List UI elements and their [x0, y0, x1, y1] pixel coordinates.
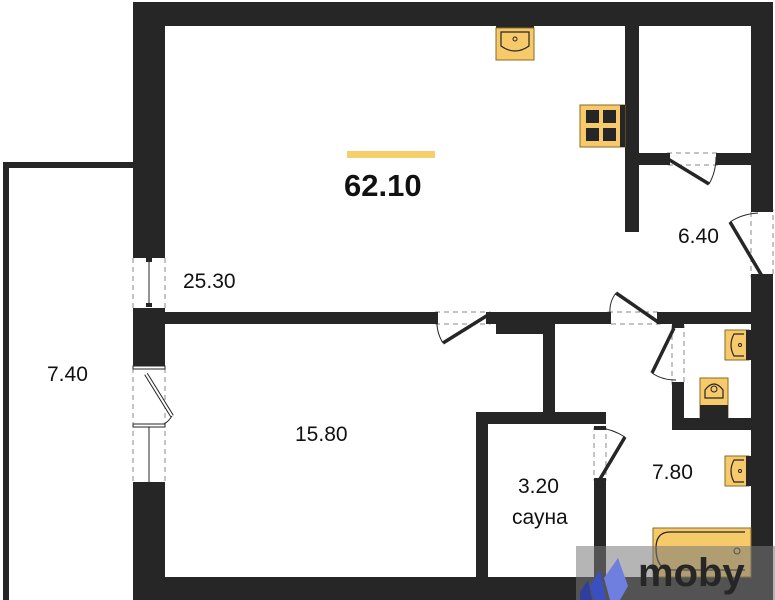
total-area: 62.10 — [344, 168, 422, 203]
interior-walls — [165, 26, 751, 582]
room-area-hallway: 6.40 — [678, 225, 719, 248]
moby-watermark: moby — [576, 546, 775, 600]
moby-logo-icon — [580, 558, 628, 600]
kitchen-sink-icon — [495, 24, 535, 61]
room-area-living-kitchen: 25.30 — [183, 270, 236, 293]
toilet-icon — [699, 377, 729, 419]
stove-icon — [579, 104, 626, 148]
room-area-balcony: 7.40 — [47, 363, 88, 386]
bathroom-sink-upper-icon — [724, 329, 751, 361]
outer-walls — [133, 2, 773, 600]
moby-logo-text: moby — [638, 550, 745, 595]
room-area-bathroom: 7.80 — [652, 461, 693, 484]
room-area-sauna: 3.20 — [518, 475, 559, 498]
balcony-door — [144, 372, 174, 425]
balcony-outline — [3, 162, 135, 600]
room-name-sauna: сауна — [512, 506, 568, 529]
bathroom-sink-lower-icon — [724, 455, 751, 487]
room-area-bedroom: 15.80 — [295, 423, 348, 446]
total-area-accent-bar — [347, 151, 435, 158]
